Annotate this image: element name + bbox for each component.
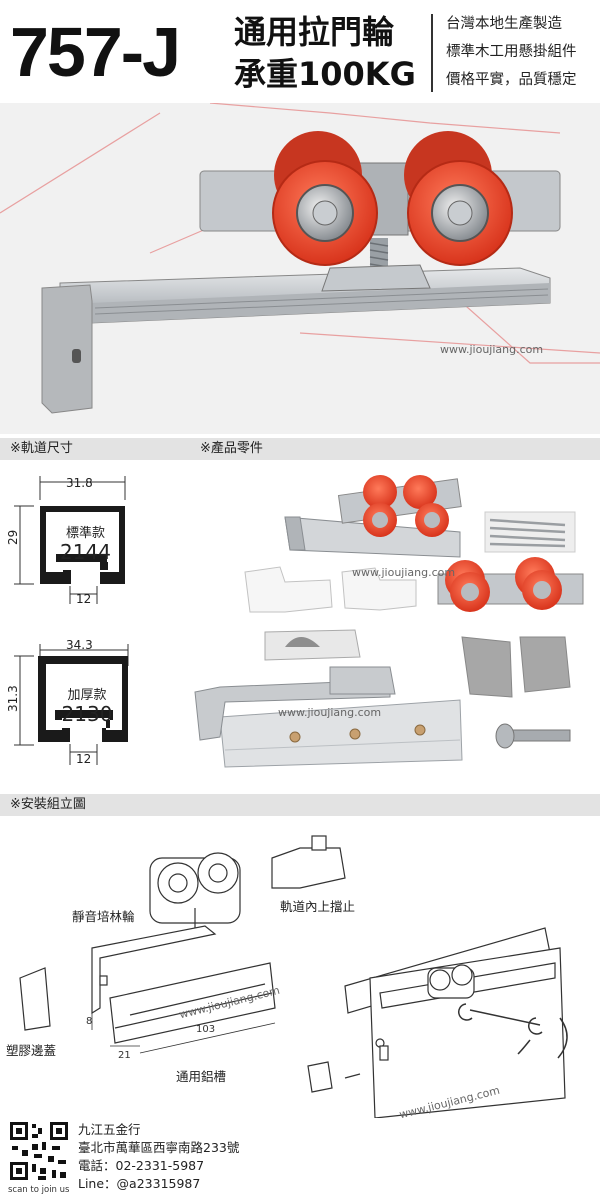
dim-height-standard: 29: [6, 529, 20, 545]
label-rail: 通用鋁槽: [176, 1069, 227, 1084]
footer-company: 九江五金行: [78, 1122, 141, 1137]
qr-code-icon[interactable]: [8, 1120, 70, 1182]
qr-caption: scan to join us: [8, 1185, 70, 1195]
track-profile-standard: [14, 476, 126, 604]
feature-3: 價格平實，品質穩定: [446, 72, 577, 88]
profile-code-standard: 2144: [60, 540, 111, 564]
dim-width-thick: 34.3: [66, 638, 93, 652]
track-profile-thick: [14, 644, 129, 765]
section-bar-install: [0, 794, 600, 816]
watermark-hero: www.jioujiang.com: [440, 343, 544, 356]
product-title: 通用拉門輪: [234, 13, 395, 51]
section-title-install: ※安裝組立圖: [10, 797, 86, 812]
watermark-parts-2: www.jioujiang.com: [278, 706, 382, 719]
hero-illustration: [0, 103, 600, 414]
footer-phone[interactable]: 電話：02-2331-5987: [78, 1158, 205, 1173]
model-number: 757-J: [10, 13, 181, 91]
parts-illustration: [194, 475, 584, 768]
installation-diagram: [19, 835, 568, 1118]
section-title-track-size: ※軌道尺寸: [10, 441, 73, 456]
label-stopper: 軌道內上擋止: [280, 899, 356, 914]
decor-lines: [0, 103, 600, 364]
feature-2: 標準木工用懸掛組件: [446, 44, 577, 60]
footer-line-id[interactable]: Line：@a23315987: [78, 1176, 201, 1191]
label-cap: 塑膠邊蓋: [6, 1043, 57, 1058]
dim-width-standard: 31.8: [66, 476, 93, 490]
hero-product-photo: www.jioujiang.com: [0, 103, 600, 434]
watermark-parts-1: www.jioujiang.com: [352, 566, 456, 579]
dim-height-thick: 31.3: [6, 685, 20, 712]
footer-address: 臺北市萬華區西寧南路233號: [78, 1140, 240, 1155]
dim-8: 8: [86, 1016, 93, 1027]
dim-slot-thick: 12: [76, 752, 92, 766]
label-wheel: 靜音培林輪: [72, 909, 135, 924]
header-divider: [431, 14, 433, 92]
profile-label-thick: 加厚款: [67, 688, 107, 703]
load-capacity: 承重100KG: [234, 55, 416, 93]
feature-1: 台灣本地生產製造: [446, 16, 562, 32]
header-banner: 757-J 通用拉門輪 承重100KG 台灣本地生產製造 標準木工用懸掛組件 價…: [0, 0, 600, 103]
profile-label-standard: 標準款: [65, 526, 105, 541]
dim-21: 21: [118, 1050, 131, 1061]
profile-code-thick: 2130: [61, 702, 113, 726]
section-title-parts: ※產品零件: [200, 441, 263, 456]
dim-103: 103: [196, 1024, 216, 1035]
dim-slot-standard: 12: [76, 592, 92, 606]
section-bar-track: [0, 438, 600, 460]
